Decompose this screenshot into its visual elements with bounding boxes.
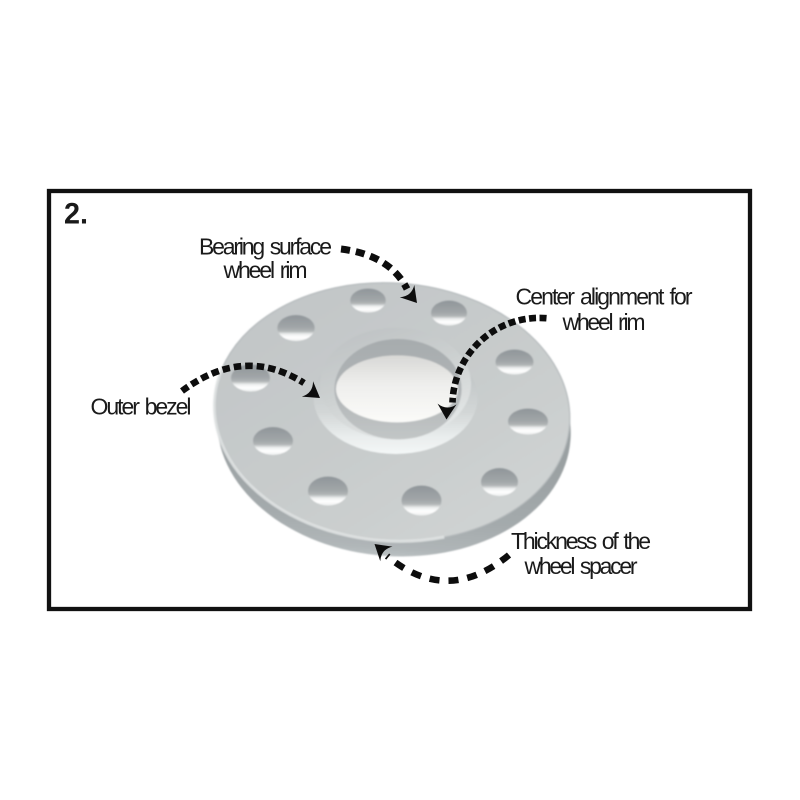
svg-text:wheel spacer: wheel spacer — [524, 553, 638, 579]
svg-text:wheel rim: wheel rim — [562, 309, 646, 335]
svg-text:2.: 2. — [64, 198, 88, 231]
svg-text:Outer bezel: Outer bezel — [91, 394, 192, 420]
svg-text:Thickness of the: Thickness of the — [511, 528, 651, 554]
svg-text:Bearing surface: Bearing surface — [199, 234, 332, 260]
svg-text:wheel rim: wheel rim — [223, 257, 308, 283]
svg-text:Center alignment for: Center alignment for — [516, 284, 693, 310]
